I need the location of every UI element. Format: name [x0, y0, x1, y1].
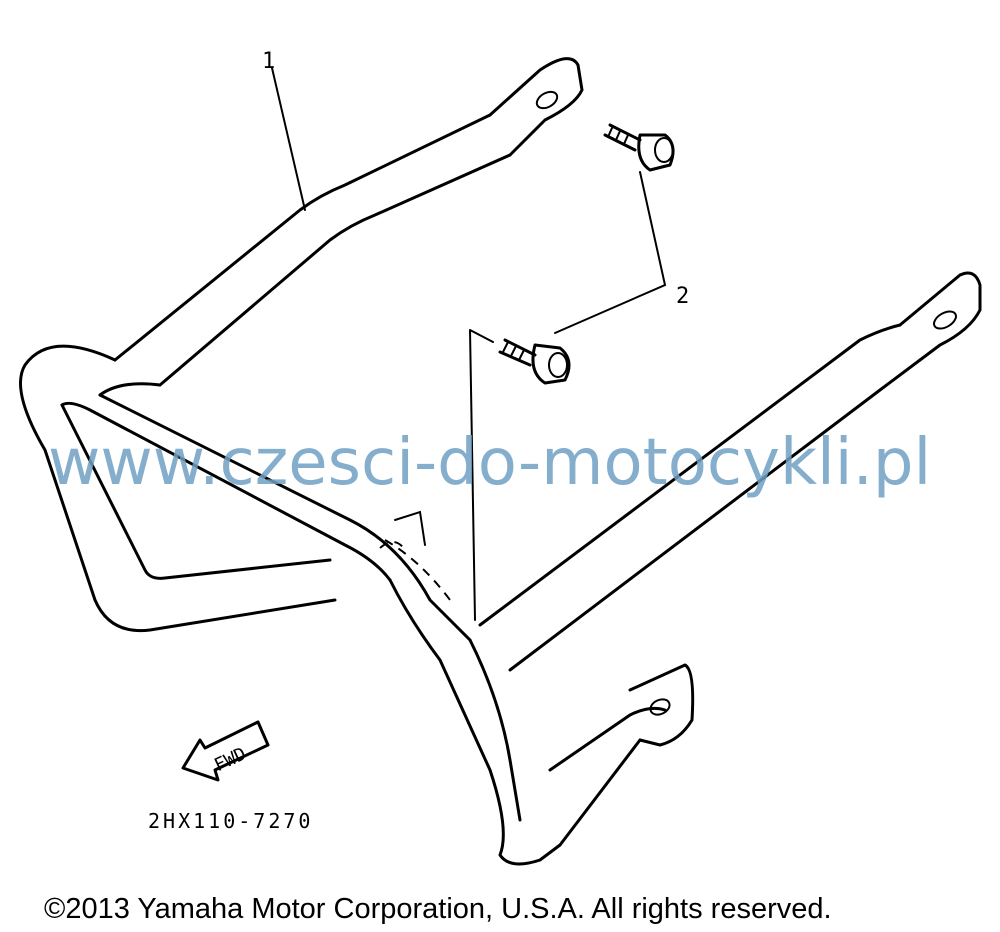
- leader-line-2: [554, 171, 667, 334]
- leader-line-2b: [469, 329, 494, 621]
- watermark-text: www.czesci-do-motocykli.pl: [48, 426, 931, 500]
- copyright-text: ©2013 Yamaha Motor Corporation, U.S.A. A…: [44, 893, 832, 925]
- fwd-label: FWD: [211, 743, 249, 776]
- diagram-code: 2HX110-7270: [148, 809, 313, 833]
- callout-2: 2: [676, 284, 689, 309]
- leader-line-1: [271, 67, 306, 211]
- callout-1: 1: [262, 49, 275, 74]
- bolt-upper: [603, 123, 675, 172]
- bolt-lower: [498, 338, 571, 385]
- fwd-arrow-icon: FWD: [181, 720, 270, 782]
- guard-frame: [19, 57, 982, 866]
